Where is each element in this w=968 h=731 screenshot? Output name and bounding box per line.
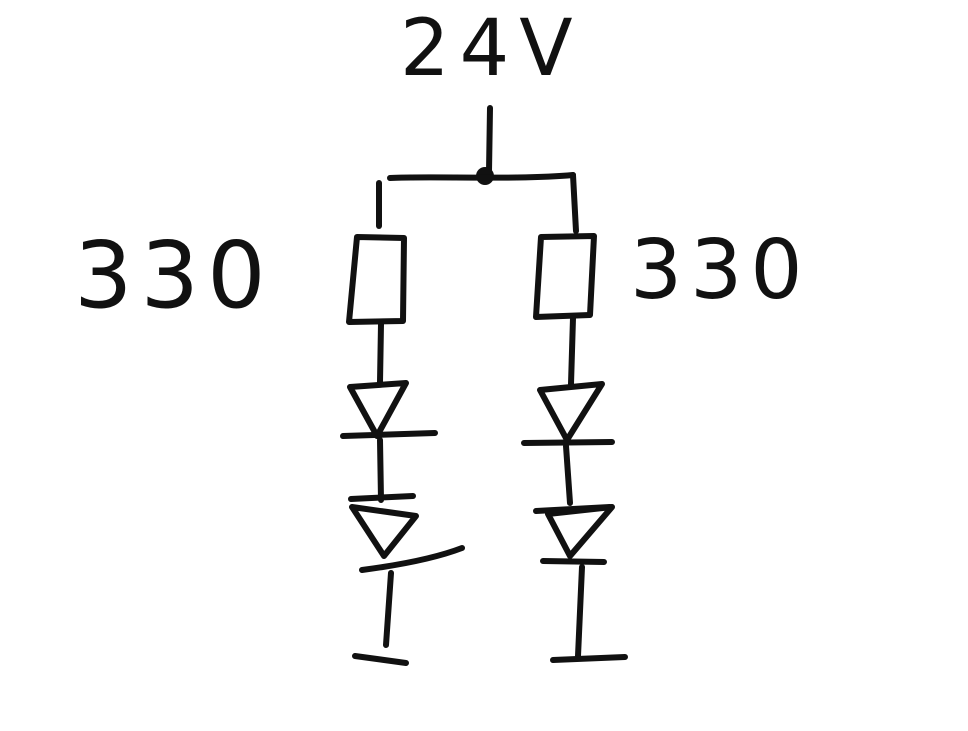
right-led-2 — [545, 504, 615, 559]
right-led-2-bar — [533, 504, 613, 514]
left-led-2-bar — [348, 493, 416, 502]
top-bus-wire — [387, 172, 576, 181]
left-resistor-value-label: 330 — [74, 222, 274, 329]
left-led-link-wire — [377, 437, 384, 503]
left-ground-bar — [352, 653, 409, 666]
right-resistor — [533, 233, 597, 320]
left-led-2-cathode-bar — [359, 545, 465, 573]
left-led-1-bar — [340, 430, 438, 439]
right-ground-bar — [550, 654, 628, 663]
left-led-1 — [347, 380, 409, 439]
right-branch-tail-wire — [575, 564, 585, 659]
left-resistor-to-led-wire — [377, 321, 384, 385]
right-branch-drop-wire — [570, 172, 579, 234]
left-branch-tail-wire — [383, 570, 394, 648]
right-led-link-wire — [563, 443, 573, 506]
right-led-1-bar — [521, 439, 615, 446]
right-led-1 — [537, 381, 605, 443]
supply-lead-wire — [486, 105, 493, 175]
left-led-2 — [349, 504, 419, 559]
right-resistor-to-led-wire — [568, 315, 576, 387]
right-resistor-value-label: 330 — [630, 223, 811, 318]
left-resistor — [346, 234, 407, 325]
supply-voltage-label: 24V — [400, 4, 583, 94]
right-led-2-cathode-bar — [540, 558, 607, 565]
